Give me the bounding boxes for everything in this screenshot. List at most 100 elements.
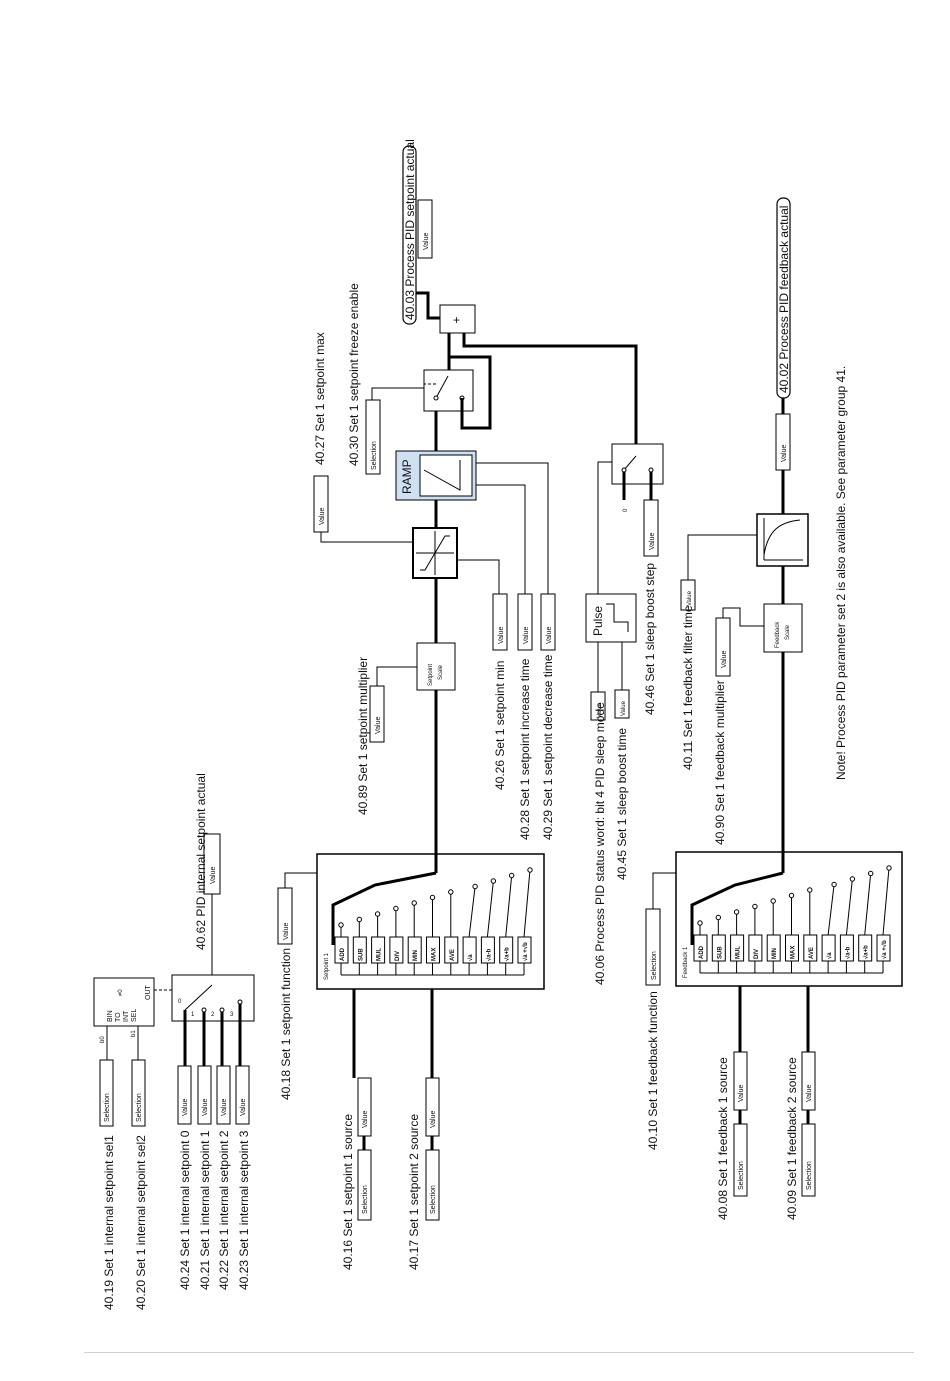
fb-func-contact xyxy=(831,881,837,888)
fb-scale-text-1: Feedback xyxy=(775,621,781,648)
ramp-decrease-value-box[interactable] xyxy=(540,593,556,651)
freeze-enable-wire xyxy=(371,387,424,400)
sp1-source-value-text: Value xyxy=(362,1111,369,1128)
sp-func-contact-line xyxy=(505,875,513,938)
sel-in-1: 1 xyxy=(191,1012,195,1018)
feedback1-title: Feedback 1 xyxy=(683,946,689,978)
int-text: INT xyxy=(123,1010,130,1022)
bin-to-int-block xyxy=(93,977,155,1027)
ramp-increase-value-text: Value xyxy=(523,627,530,644)
fb-function-wire xyxy=(652,872,676,909)
sp-func-contact xyxy=(527,867,533,873)
label-40-20: 40.20 Set 1 internal setpoint sel2 xyxy=(134,1135,148,1310)
sp-func-label: ADD xyxy=(340,947,346,961)
sel2-selection-text: Selection xyxy=(136,1093,143,1122)
sp-scale-text-1: Setpoint xyxy=(428,664,434,686)
boost-zero-label: 0 xyxy=(623,508,629,512)
label-40-17: 40.17 Set 1 setpoint 2 source xyxy=(407,1114,421,1270)
fb-func-label: ADD xyxy=(699,945,705,959)
ramp-graph xyxy=(419,454,473,497)
fb-func-contact xyxy=(868,870,874,877)
sp-func-contact xyxy=(429,894,436,901)
sp-actual-value-box xyxy=(417,199,433,259)
boost-pulse-wire xyxy=(597,461,612,594)
fb-func-label: √a +√b xyxy=(881,940,888,959)
fb-filter-time-value-box[interactable] xyxy=(680,579,696,611)
bin-text: BIN xyxy=(107,1010,114,1022)
freeze-switch-block xyxy=(423,369,474,412)
label-40-24: 40.24 Set 1 internal setpoint 0 xyxy=(178,1130,192,1290)
freeze-enable-selection-box[interactable] xyxy=(365,399,381,475)
fb-func-contact xyxy=(849,876,856,882)
sp-func-contact xyxy=(448,889,454,895)
fb-scale-text-2: Scale xyxy=(785,624,791,640)
label-40-18: 40.18 Set 1 setpoint function xyxy=(279,948,293,1100)
label-40-16: 40.16 Set 1 setpoint 1 source xyxy=(341,1114,355,1270)
fb-func-contact xyxy=(886,865,892,871)
ramp-label: RAMP xyxy=(400,459,414,494)
sp-min-value-box[interactable] xyxy=(492,593,508,651)
internal-sp-actual-value: Value xyxy=(210,867,217,884)
internal-sp-actual-box xyxy=(203,833,221,895)
sp-function-value-text: Value xyxy=(283,923,290,940)
sp1-source-selection-text: Selection xyxy=(362,1185,369,1214)
footer-rule xyxy=(84,1352,914,1353)
feedback1-function-block xyxy=(675,851,903,987)
freeze-switch-lever xyxy=(435,375,449,399)
process-pid-setpoint-actual-pill xyxy=(402,145,417,325)
label-40-02: 40.02 Process PID feedback actual xyxy=(777,206,791,393)
label-40-28: 40.28 Set 1 setpoint increase time xyxy=(518,658,532,840)
ramp-decrease-value-text: Value xyxy=(546,627,553,644)
fb-func-label: √a-b xyxy=(844,946,851,959)
sel-in-0: 0 xyxy=(178,999,182,1005)
sel-text: SEL xyxy=(131,1009,138,1022)
sp1-value-box[interactable] xyxy=(197,1065,212,1125)
label-40-21: 40.21 Set 1 internal setpoint 1 xyxy=(198,1130,212,1290)
sp-function-wire xyxy=(284,872,318,888)
sp-func-contact xyxy=(411,900,417,906)
fb-func-contact-line xyxy=(864,873,872,936)
b1-label: b1 xyxy=(131,1030,137,1037)
sp-func-label: MAX xyxy=(432,948,438,961)
ramp-increase-value-box[interactable] xyxy=(517,593,533,651)
pulse-block xyxy=(585,593,637,643)
fb1-source-selection-text: Selection xyxy=(738,1161,745,1190)
sp2-value-text: Value xyxy=(221,1099,228,1116)
fb-func-label: AVE xyxy=(809,947,815,959)
fb-actual-value-text: Value xyxy=(781,445,788,462)
adder-plus: + xyxy=(453,313,460,327)
sp-func-contact xyxy=(338,922,344,928)
label-40-30: 40.30 Set 1 setpoint freeze enable xyxy=(347,283,361,466)
sleep-mode-value-text: Value xyxy=(597,702,603,718)
pulse-label: Pulse xyxy=(591,606,605,636)
fb-func-label: SUB xyxy=(717,946,723,959)
label-40-23: 40.23 Set 1 internal setpoint 3 xyxy=(237,1130,251,1290)
fb-function-selection-text: Selection xyxy=(651,951,658,980)
label-40-26: 40.26 Set 1 setpoint min xyxy=(493,661,507,790)
sel-contact-3 xyxy=(237,999,243,1005)
label-40-45: 40.45 Set 1 sleep boost time xyxy=(615,728,629,880)
sel-in-3: 3 xyxy=(230,1012,234,1018)
sp2-value-box[interactable] xyxy=(216,1065,231,1125)
sp0-value-text: Value xyxy=(182,1099,189,1116)
sleep-boost-time-value-box[interactable] xyxy=(614,689,630,719)
fb-func-label: MUL xyxy=(736,946,742,959)
sp-func-label: √a +√b xyxy=(522,942,529,961)
footnote: Note! Process PID parameter set 2 is als… xyxy=(834,366,848,780)
sp3-value-box[interactable] xyxy=(235,1065,250,1125)
sp-func-label: √a+b xyxy=(504,947,511,961)
fb-func-contact-line xyxy=(882,867,890,936)
fb-func-active-line xyxy=(690,871,784,945)
sp-scale-text-2: Scale xyxy=(438,664,444,680)
fb-func-label: MAX xyxy=(791,946,797,959)
sp-func-contact-line xyxy=(486,880,494,938)
sp3-value-text: Value xyxy=(240,1099,247,1116)
sleep-boost-switch xyxy=(611,443,664,485)
sleep-boost-step-value-box[interactable] xyxy=(643,499,659,557)
label-40-27: 40.27 Set 1 setpoint max xyxy=(313,332,327,465)
sp-func-active-line xyxy=(331,871,437,945)
sp-func-label: MIN xyxy=(413,950,419,961)
selector-switch xyxy=(184,984,213,1011)
sp0-value-box[interactable] xyxy=(177,1065,192,1125)
